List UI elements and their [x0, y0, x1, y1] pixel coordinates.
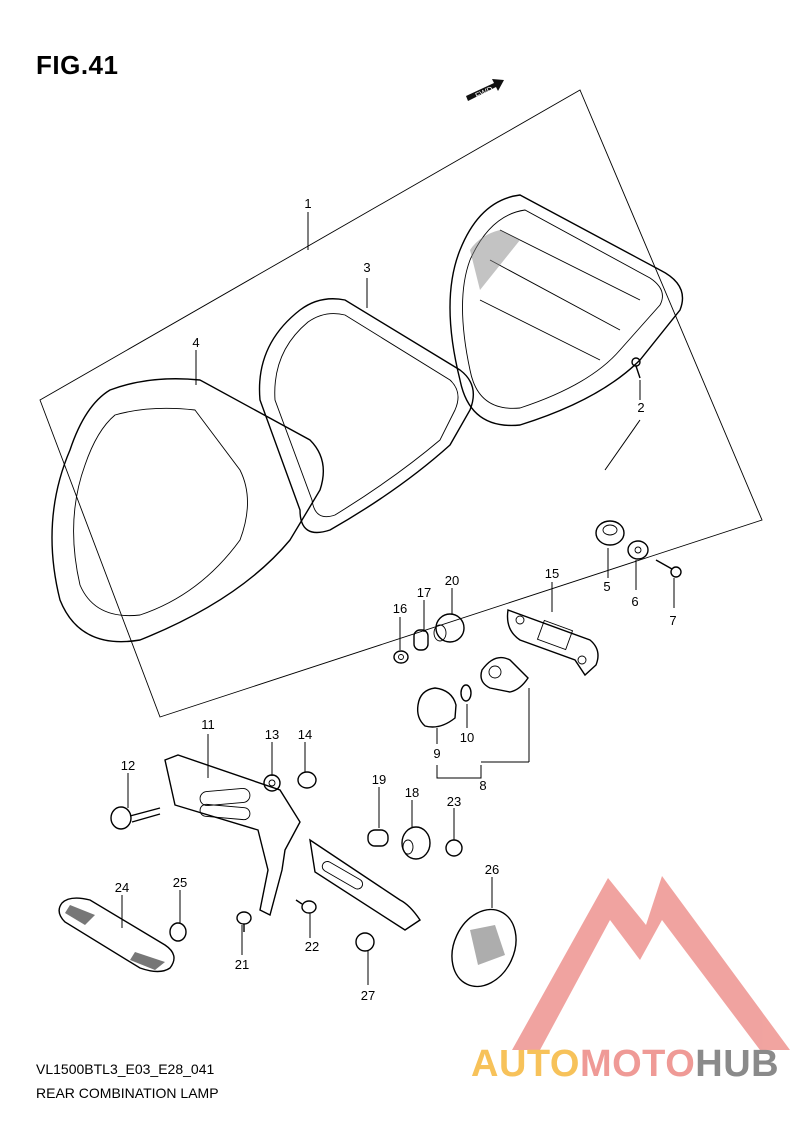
part-20-grommet — [433, 613, 465, 643]
leader-lines — [121, 212, 675, 985]
part-17-spacer — [413, 629, 429, 651]
callout-25: 25 — [173, 875, 187, 890]
callout-7: 7 — [669, 613, 676, 628]
part-23-nut — [445, 839, 463, 857]
part-19-collar — [367, 829, 389, 847]
part-9-bulb — [416, 687, 457, 728]
part-24-reflector — [58, 897, 175, 973]
part-14-nut — [297, 771, 317, 789]
callout-11: 11 — [201, 717, 215, 732]
part-15-bracket — [506, 609, 599, 677]
model-code: VL1500BTL3_E03_E28_041 — [36, 1061, 215, 1077]
part-16-nut — [393, 650, 409, 664]
callout-12: 12 — [121, 758, 135, 773]
part-25-nut — [169, 922, 187, 942]
callout-27: 27 — [361, 988, 375, 1003]
watermark-logo — [512, 876, 790, 1050]
callout-6: 6 — [631, 594, 638, 609]
callout-24: 24 — [115, 880, 129, 895]
callout-labels: 1 2 3 4 5 6 7 8 9 10 11 12 13 14 15 16 1… — [115, 196, 677, 1003]
watermark-moto: MOTO — [579, 1043, 696, 1085]
callout-10: 10 — [460, 730, 474, 745]
part-2-screw — [631, 357, 641, 379]
part-11-license-bracket — [164, 754, 421, 931]
callout-22: 22 — [305, 939, 319, 954]
callout-23: 23 — [447, 794, 461, 809]
watermark-auto: AUTO — [471, 1043, 580, 1085]
fwd-arrow-icon: FWD — [466, 79, 504, 101]
callout-5: 5 — [603, 579, 610, 594]
part-7-screw — [655, 559, 682, 578]
watermark-hub: HUB — [695, 1043, 780, 1085]
part-5-grommet — [595, 520, 625, 546]
callout-9: 9 — [433, 746, 440, 761]
callout-20: 20 — [445, 573, 459, 588]
part-4-rim — [51, 378, 324, 643]
part-10-socket — [460, 656, 529, 702]
watermark-text: AUTOMOTOHUB — [471, 1043, 779, 1086]
callout-4: 4 — [192, 335, 199, 350]
callout-15: 15 — [545, 566, 559, 581]
callout-3: 3 — [363, 260, 370, 275]
callout-16: 16 — [393, 601, 407, 616]
part-6-washer — [627, 540, 649, 560]
diagram-caption: REAR COMBINATION LAMP — [36, 1085, 219, 1101]
part-12-bolt — [110, 806, 161, 830]
part-13-washer — [263, 774, 281, 792]
fwd-label: FWD — [474, 85, 495, 101]
callout-18: 18 — [405, 785, 419, 800]
part-18-grommet — [401, 826, 431, 860]
figure-title: FIG.41 — [36, 50, 119, 80]
part-1-lamp-lens — [449, 194, 684, 427]
assembly-frame — [39, 89, 763, 718]
callout-14: 14 — [298, 727, 312, 742]
callout-1: 1 — [304, 196, 311, 211]
part-3-gasket — [258, 298, 474, 534]
callout-21: 21 — [235, 957, 249, 972]
callout-8: 8 — [479, 778, 486, 793]
part-22-screw — [295, 899, 317, 914]
part-27-nut — [355, 932, 375, 952]
part-26-round-reflector — [451, 908, 517, 988]
part-21-screw — [236, 911, 252, 932]
callout-17: 17 — [417, 585, 431, 600]
callout-2: 2 — [637, 400, 644, 415]
callout-19: 19 — [372, 772, 386, 787]
callout-13: 13 — [265, 727, 279, 742]
callout-26: 26 — [485, 862, 499, 877]
